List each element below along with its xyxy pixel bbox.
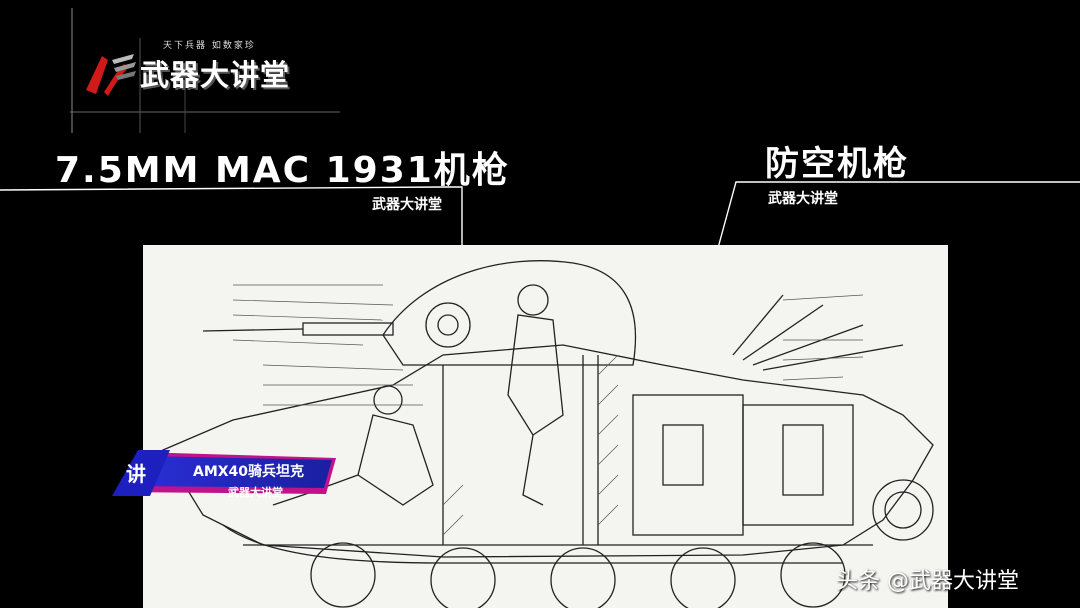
logo-title: 武器大讲堂 [140, 58, 291, 92]
callout-mg-title: 7.5MM MAC 1931机枪 [55, 150, 510, 191]
badge-subtitle: 武器大讲堂 [228, 486, 283, 499]
logo-tagline: 天下兵器 如数家珍 [163, 41, 256, 51]
caption-badge: 讲 [112, 450, 336, 496]
callout-mg-subtitle: 武器大讲堂 [372, 197, 442, 213]
blueprint-drawing [162, 260, 934, 608]
logo-emblem [86, 54, 136, 96]
tank-cutaway-blueprint [143, 245, 948, 608]
logo-frame [70, 8, 340, 133]
watermark: 头条 @武器大讲堂 [836, 569, 1019, 594]
callout-aa-title: 防空机枪 [765, 144, 909, 184]
callout-aa-subtitle: 武器大讲堂 [768, 191, 838, 207]
badge-emblem-glyph: 讲 [126, 462, 146, 486]
hull-outline [162, 344, 934, 558]
turret-outline [382, 260, 637, 366]
badge-title: AMX40骑兵坦克 [193, 464, 305, 480]
